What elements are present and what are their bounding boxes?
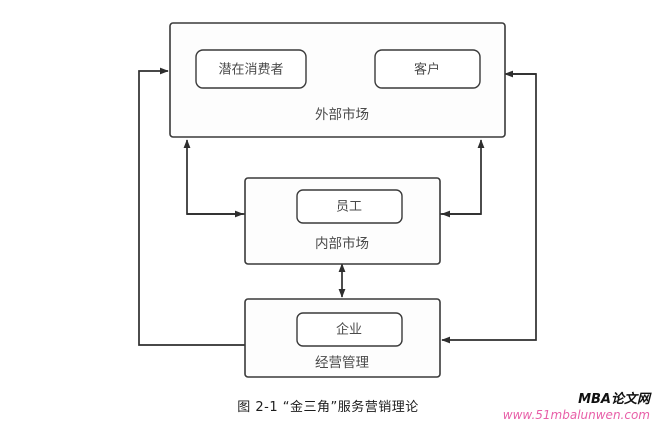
potential-consumer-box <box>195 49 307 89</box>
employee-box <box>296 189 403 224</box>
watermark-brand: MBA论文网 <box>578 392 650 407</box>
figure-caption: 图 2-1 “金三角”服务营销理论 <box>237 400 419 415</box>
internal-market-label: 内部市场 <box>315 235 369 252</box>
customer-box <box>374 49 481 89</box>
employee-label: 员工 <box>336 200 362 215</box>
enterprise-label: 企业 <box>336 322 362 338</box>
connector-management-to-external-left <box>138 67 245 346</box>
connector-internal-to-external-right <box>440 139 485 215</box>
potential-consumer-label: 潜在消费者 <box>218 63 283 78</box>
watermark-url: www.51mbalunwen.com <box>502 408 650 423</box>
enterprise-box <box>296 312 403 347</box>
connector-internal-to-external-left <box>183 139 245 215</box>
management-label: 经营管理 <box>315 355 369 371</box>
customer-label: 客户 <box>414 62 440 78</box>
watermark: MBA论文网 www.51mbalunwen.com <box>503 392 650 423</box>
external-market-label: 外部市场 <box>315 106 369 123</box>
